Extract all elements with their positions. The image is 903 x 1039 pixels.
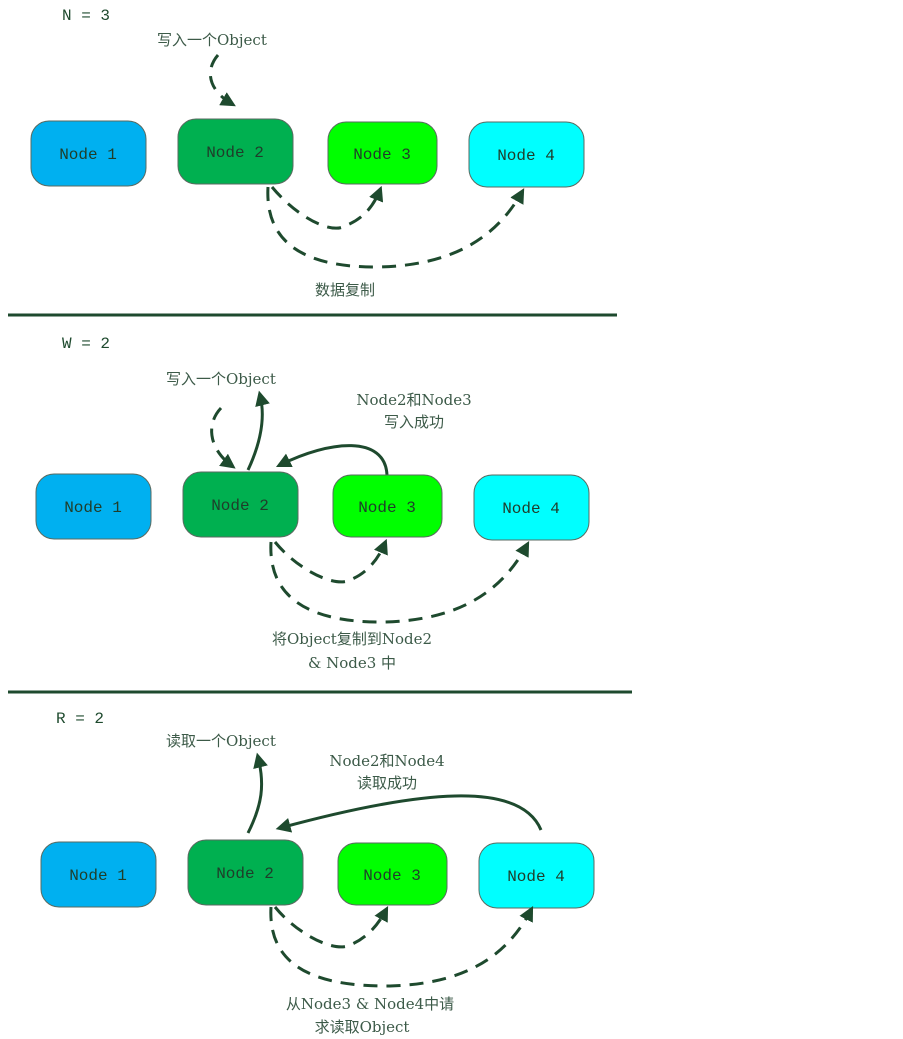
node-label: Node 2 [211, 497, 269, 515]
node-1: Node 1 [30, 120, 147, 187]
section-n: N = 3 写入一个Object Node 1 Node 2 Node 3 No… [30, 7, 585, 299]
node-box [327, 121, 438, 185]
node-label: Node 1 [59, 146, 117, 164]
node-4: Node 4 [478, 842, 595, 909]
write-ack-arrow [246, 390, 270, 471]
node-box [40, 841, 157, 908]
node-label: Node 4 [497, 147, 555, 165]
node-label: Node 4 [502, 500, 560, 518]
node-label: Node 1 [64, 499, 122, 517]
write-label: 写入一个Object [166, 370, 276, 388]
node-4: Node 4 [468, 121, 585, 188]
node-box [337, 842, 448, 906]
node4-ack-arrow [275, 794, 543, 833]
section-header: N = 3 [62, 7, 110, 25]
node-2: Node 2 [182, 471, 299, 538]
node-label: Node 3 [358, 499, 416, 517]
node-label: Node 3 [353, 146, 411, 164]
ack-label-line2: 写入成功 [384, 413, 444, 431]
request-node3-arrow [273, 906, 389, 949]
node-box [332, 474, 443, 538]
node-3: Node 3 [327, 121, 438, 185]
node-box [473, 474, 590, 541]
node-label: Node 4 [507, 868, 565, 886]
node-box [177, 118, 294, 185]
read-label: 读取一个Object [166, 732, 276, 750]
node-2: Node 2 [187, 839, 304, 906]
section-r: R = 2 读取一个Object Node2和Node4 读取成功 Node 1… [40, 710, 595, 1036]
node-1: Node 1 [40, 841, 157, 908]
section-header: W = 2 [62, 335, 110, 353]
node-1: Node 1 [35, 473, 152, 540]
write-label: 写入一个Object [157, 31, 267, 49]
node-box [468, 121, 585, 188]
replicate-to-node4-arrow [266, 186, 525, 269]
request-label-line2: 求读取Object [315, 1018, 410, 1036]
replicate-to-node3-arrow [273, 538, 388, 584]
node-label: Node 1 [69, 867, 127, 885]
ack-label-line2: 读取成功 [357, 774, 417, 792]
node-2: Node 2 [177, 118, 294, 185]
node-box [35, 473, 152, 540]
ack-label-line1: Node2和Node3 [356, 391, 471, 409]
node-label: Node 2 [216, 865, 274, 883]
replication-label-line1: 将Object复制到Node2 [272, 630, 432, 648]
node-3: Node 3 [337, 842, 448, 906]
node3-ack-arrow [275, 444, 389, 476]
write-arrow [209, 54, 236, 107]
section-header: R = 2 [56, 710, 104, 728]
node-box [182, 471, 299, 538]
node-label: Node 2 [206, 144, 264, 162]
read-result-arrow [246, 752, 268, 834]
node-box [478, 842, 595, 909]
section-w: W = 2 写入一个Object Node2和Node3 写入成功 Node 1… [35, 335, 590, 672]
replication-label-line2: & Node3 中 [308, 654, 396, 672]
write-in-arrow [210, 406, 236, 469]
replicate-to-node4-arrow [269, 541, 530, 624]
request-node4-arrow [269, 906, 534, 988]
ack-label-line1: Node2和Node4 [329, 752, 444, 770]
node-box [30, 120, 147, 187]
node-label: Node 3 [363, 867, 421, 885]
node-3: Node 3 [332, 474, 443, 538]
replication-label: 数据复制 [315, 281, 375, 299]
node-4: Node 4 [473, 474, 590, 541]
request-label-line1: 从Node3 & Node4中请 [286, 995, 454, 1013]
node-box [187, 839, 304, 906]
replicate-to-node3-arrow [270, 185, 384, 230]
